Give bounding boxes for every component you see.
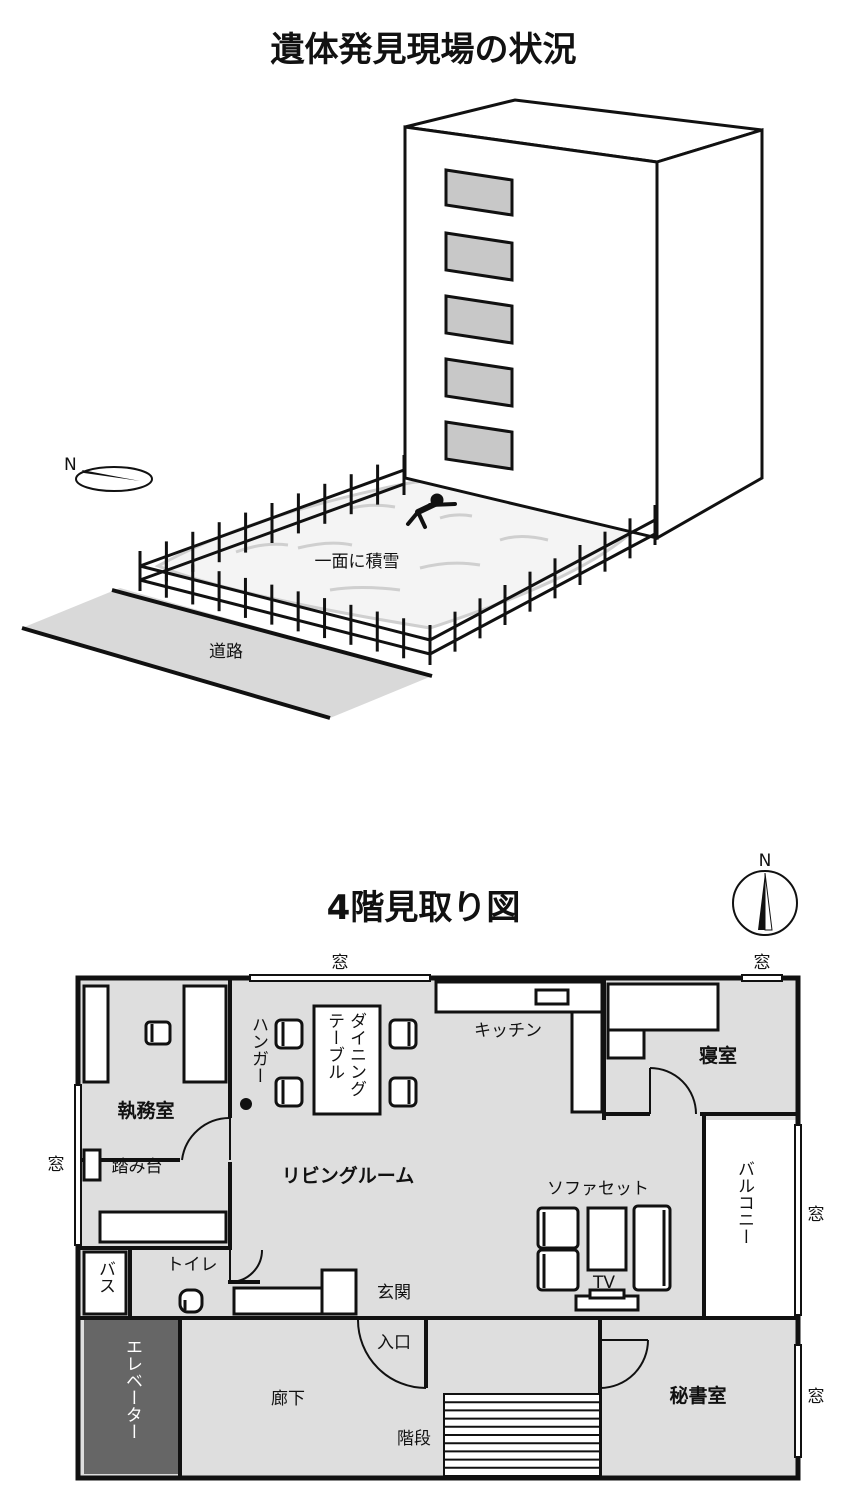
north-label-top: N [64,455,77,475]
tv-label: TV [592,1273,615,1293]
compass-top: N [64,455,153,492]
room-label-bedroom: 寝室 [699,1044,737,1067]
entrance-shelves [232,1268,358,1316]
room-label-corridor: 廊下 [271,1389,305,1409]
room-label-entrance: 入口 [377,1333,411,1353]
dining-table [312,1004,382,1116]
fence-segment [429,532,656,656]
building-windows [444,168,514,471]
snow-drifts [235,503,549,592]
room-label-office: 執務室 [117,1099,174,1122]
step-stool-label: 踏み台 [112,1157,163,1177]
sofa-label: ソファセット [547,1179,649,1199]
door-swings [181,1067,697,1389]
fence-segment [429,518,656,642]
fence-segment [139,564,431,642]
room-label-toilet: トイレ [167,1255,218,1275]
tv-stand [574,1288,640,1312]
north-label-floorplan: N [759,851,772,871]
road-edge-far [111,588,433,678]
outer-wall [75,975,801,1481]
road-label: 道路 [209,642,243,662]
room-label-elevator: エレベーター [122,1338,142,1440]
room-label-kitchen: キッチン [474,1021,542,1041]
balcony-area [704,1120,796,1316]
road-edge-near [21,626,331,720]
kitchen-counters [434,980,720,1114]
room-label-stairs: 階段 [397,1429,431,1449]
hanger-dot [240,1098,252,1110]
room-label-balcony: バルコニー [734,1160,754,1245]
hanger-label: ハンガー [248,1016,268,1084]
fence-segment [139,578,431,656]
snow-label: 一面に積雪 [315,552,400,572]
interior-walls [78,978,798,1478]
fence [138,455,657,665]
sofa-set [536,1204,672,1292]
scene-title: 遺体発見現場の状況 [270,30,577,70]
window-label-top-right: 窓 [754,953,771,973]
window-label-top: 窓 [332,953,349,973]
dining-chairs [274,1018,418,1108]
dining-label-line1: ダイニング [346,1012,366,1097]
bath-area [82,1250,128,1316]
office-chair [144,1020,172,1046]
elevator-area [84,1320,180,1474]
office-furniture [82,984,228,1244]
toilet-fixture [178,1288,204,1314]
window-label-balcony: 窓 [808,1205,825,1225]
stairs-graphic [443,1393,601,1477]
scene-illustration: 道路 一面に積雪 N [21,98,764,720]
room-label-secretary: 秘書室 [669,1384,726,1407]
room-label-living: リビングルーム [282,1164,414,1187]
window-label-secretary: 窓 [808,1387,825,1407]
road-surface [22,588,432,718]
windows [74,974,802,1458]
room-label-entrance-hall: 玄関 [377,1283,411,1303]
building [403,98,764,541]
dining-label-line2: テーブル [324,1012,344,1080]
body-figure [406,493,457,529]
window-label-left: 窓 [48,1155,65,1175]
floorplan-title: 4階見取り図 [326,888,521,928]
floor-area [80,980,796,1476]
room-label-bath: バス [95,1260,115,1294]
